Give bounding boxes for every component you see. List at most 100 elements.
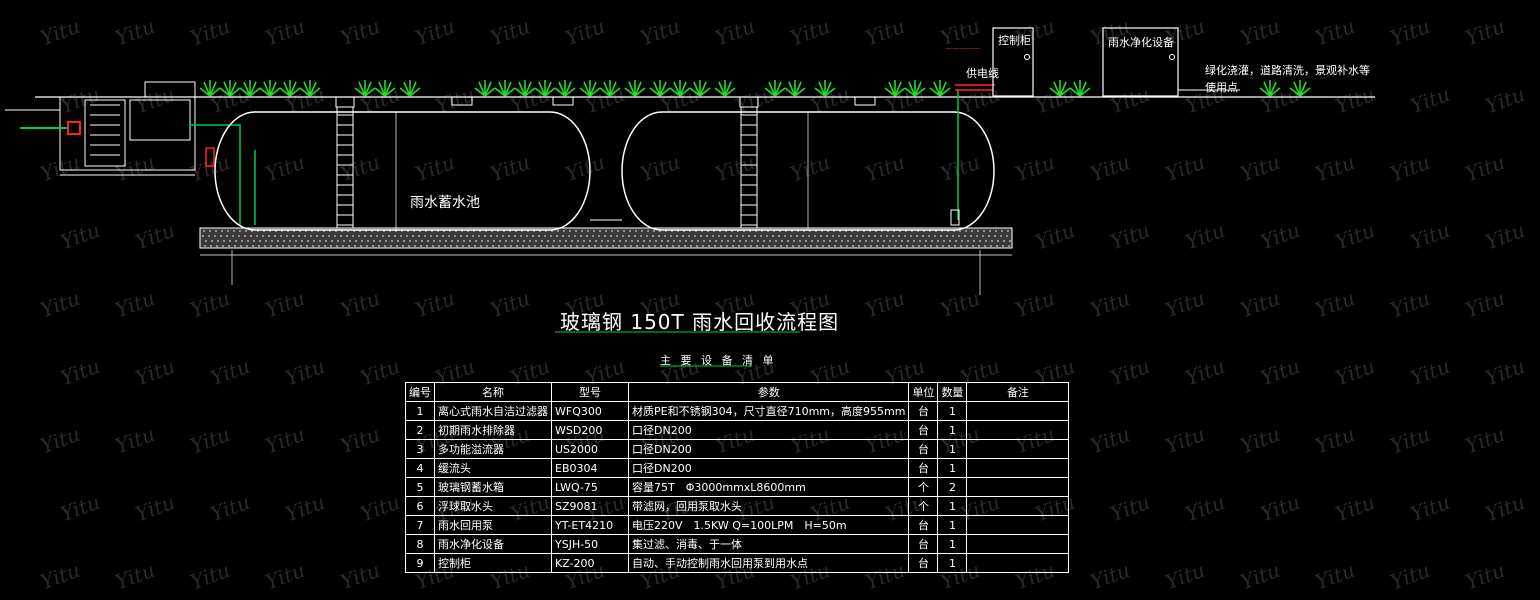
manhole-2 xyxy=(739,96,759,228)
tank-1 xyxy=(214,111,591,231)
cell-name: 玻璃钢蓄水箱 xyxy=(434,477,552,497)
cell-name: 初期雨水排除器 xyxy=(434,420,552,440)
cell-params: 口径DN200 xyxy=(627,420,910,440)
cell-qty: 2 xyxy=(937,477,968,497)
purifier-box xyxy=(1102,27,1179,97)
cell-notes xyxy=(966,515,1070,535)
cell-unit: 台 xyxy=(908,439,939,459)
feed-pipe xyxy=(190,124,256,225)
cell-name: 控制柜 xyxy=(434,553,552,573)
cell-model: US2000 xyxy=(551,439,629,459)
cell-name: 多功能溢流器 xyxy=(434,439,552,459)
cell-notes xyxy=(966,420,1070,440)
inlet-pipe xyxy=(20,121,81,135)
cell-unit: 台 xyxy=(908,401,939,421)
tank-label: 雨水蓄水池 xyxy=(410,195,480,211)
cell-no: 9 xyxy=(405,553,435,573)
cell-qty: 1 xyxy=(937,534,968,554)
control-cabinet-box xyxy=(992,27,1034,97)
cell-qty: 1 xyxy=(937,439,968,459)
usage-note-2: 使用点 xyxy=(1205,81,1238,94)
cell-model: YT-ET4210 xyxy=(551,515,629,535)
control-cabinet-label: 控制柜 xyxy=(998,34,1031,47)
cell-name: 雨水净化设备 xyxy=(434,534,552,554)
cell-params: 容量75T Φ3000mmxL8600mm xyxy=(627,477,910,497)
cell-params: 口径DN200 xyxy=(627,439,910,459)
gravel-base xyxy=(199,227,1013,249)
cell-notes xyxy=(966,458,1070,478)
cell-params: 电压220V 1.5KW Q=100LPM H=50m xyxy=(627,515,910,535)
equipment-list-title: 主 要 设 备 清 单 xyxy=(660,354,777,367)
col-header-notes: 备注 xyxy=(966,382,1070,402)
red-annotation: ————— xyxy=(945,44,980,52)
cell-unit: 台 xyxy=(908,534,939,554)
cell-params: 带滤网，回用泵取水头 xyxy=(627,496,910,516)
cell-notes xyxy=(966,401,1070,421)
cell-name: 离心式雨水自洁过滤器 xyxy=(434,401,552,421)
cell-unit: 个 xyxy=(908,496,939,516)
cell-model: EB0304 xyxy=(551,458,629,478)
cell-no: 3 xyxy=(405,439,435,459)
cell-qty: 1 xyxy=(937,401,968,421)
cell-no: 5 xyxy=(405,477,435,497)
cell-no: 2 xyxy=(405,420,435,440)
cell-notes xyxy=(966,439,1070,459)
dimension-lines xyxy=(200,112,1012,295)
cell-name: 雨水回用泵 xyxy=(434,515,552,535)
cell-model: YSJH-50 xyxy=(551,534,629,554)
col-header-params: 参数 xyxy=(627,382,910,402)
cell-no: 7 xyxy=(405,515,435,535)
cell-name: 浮球取水头 xyxy=(434,496,552,516)
cell-qty: 1 xyxy=(937,515,968,535)
col-header-unit: 单位 xyxy=(908,382,939,402)
cell-unit: 台 xyxy=(908,553,939,573)
purifier-label: 雨水净化设备 xyxy=(1108,36,1174,49)
inspection-covers xyxy=(451,96,876,106)
cell-unit: 台 xyxy=(908,420,939,440)
cell-params: 口径DN200 xyxy=(627,458,910,478)
cell-no: 4 xyxy=(405,458,435,478)
cell-qty: 1 xyxy=(937,496,968,516)
usage-note-1: 绿化浇灌，道路清洗，景观补水等 xyxy=(1205,64,1370,77)
manhole-1 xyxy=(335,96,355,228)
cell-notes xyxy=(966,496,1070,516)
grass-layer xyxy=(199,80,1311,97)
col-header-qty: 数量 xyxy=(937,382,968,402)
cell-no: 1 xyxy=(405,401,435,421)
cell-notes xyxy=(966,553,1070,573)
valve-red xyxy=(205,147,215,167)
cell-notes xyxy=(966,477,1070,497)
cell-unit: 台 xyxy=(908,515,939,535)
cell-name: 缓流头 xyxy=(434,458,552,478)
drawing-title: 玻璃钢 150T 雨水回收流程图 xyxy=(560,310,840,334)
cell-params: 集过滤、消毒、于一体 xyxy=(627,534,910,554)
col-header-no: 编号 xyxy=(405,382,435,402)
cell-model: KZ-200 xyxy=(551,553,629,573)
cell-notes xyxy=(966,534,1070,554)
col-header-model: 型号 xyxy=(551,382,629,402)
cell-qty: 1 xyxy=(937,458,968,478)
cell-params: 材质PE和不锈钢304，尺寸直径710mm，高度955mm xyxy=(627,401,910,421)
cell-params: 自动、手动控制雨水回用泵到用水点 xyxy=(627,553,910,573)
cell-model: SZ9081 xyxy=(551,496,629,516)
power-line-label: 供电线 xyxy=(966,67,999,80)
ladder-rungs xyxy=(337,114,757,226)
cell-qty: 1 xyxy=(937,420,968,440)
cell-model: WSD200 xyxy=(551,420,629,440)
table-header-row: 编号 名称 型号 参数 单位 数量 备注 xyxy=(405,382,1070,402)
pretreatment-station xyxy=(59,81,196,176)
cell-unit: 个 xyxy=(908,477,939,497)
cell-no: 6 xyxy=(405,496,435,516)
